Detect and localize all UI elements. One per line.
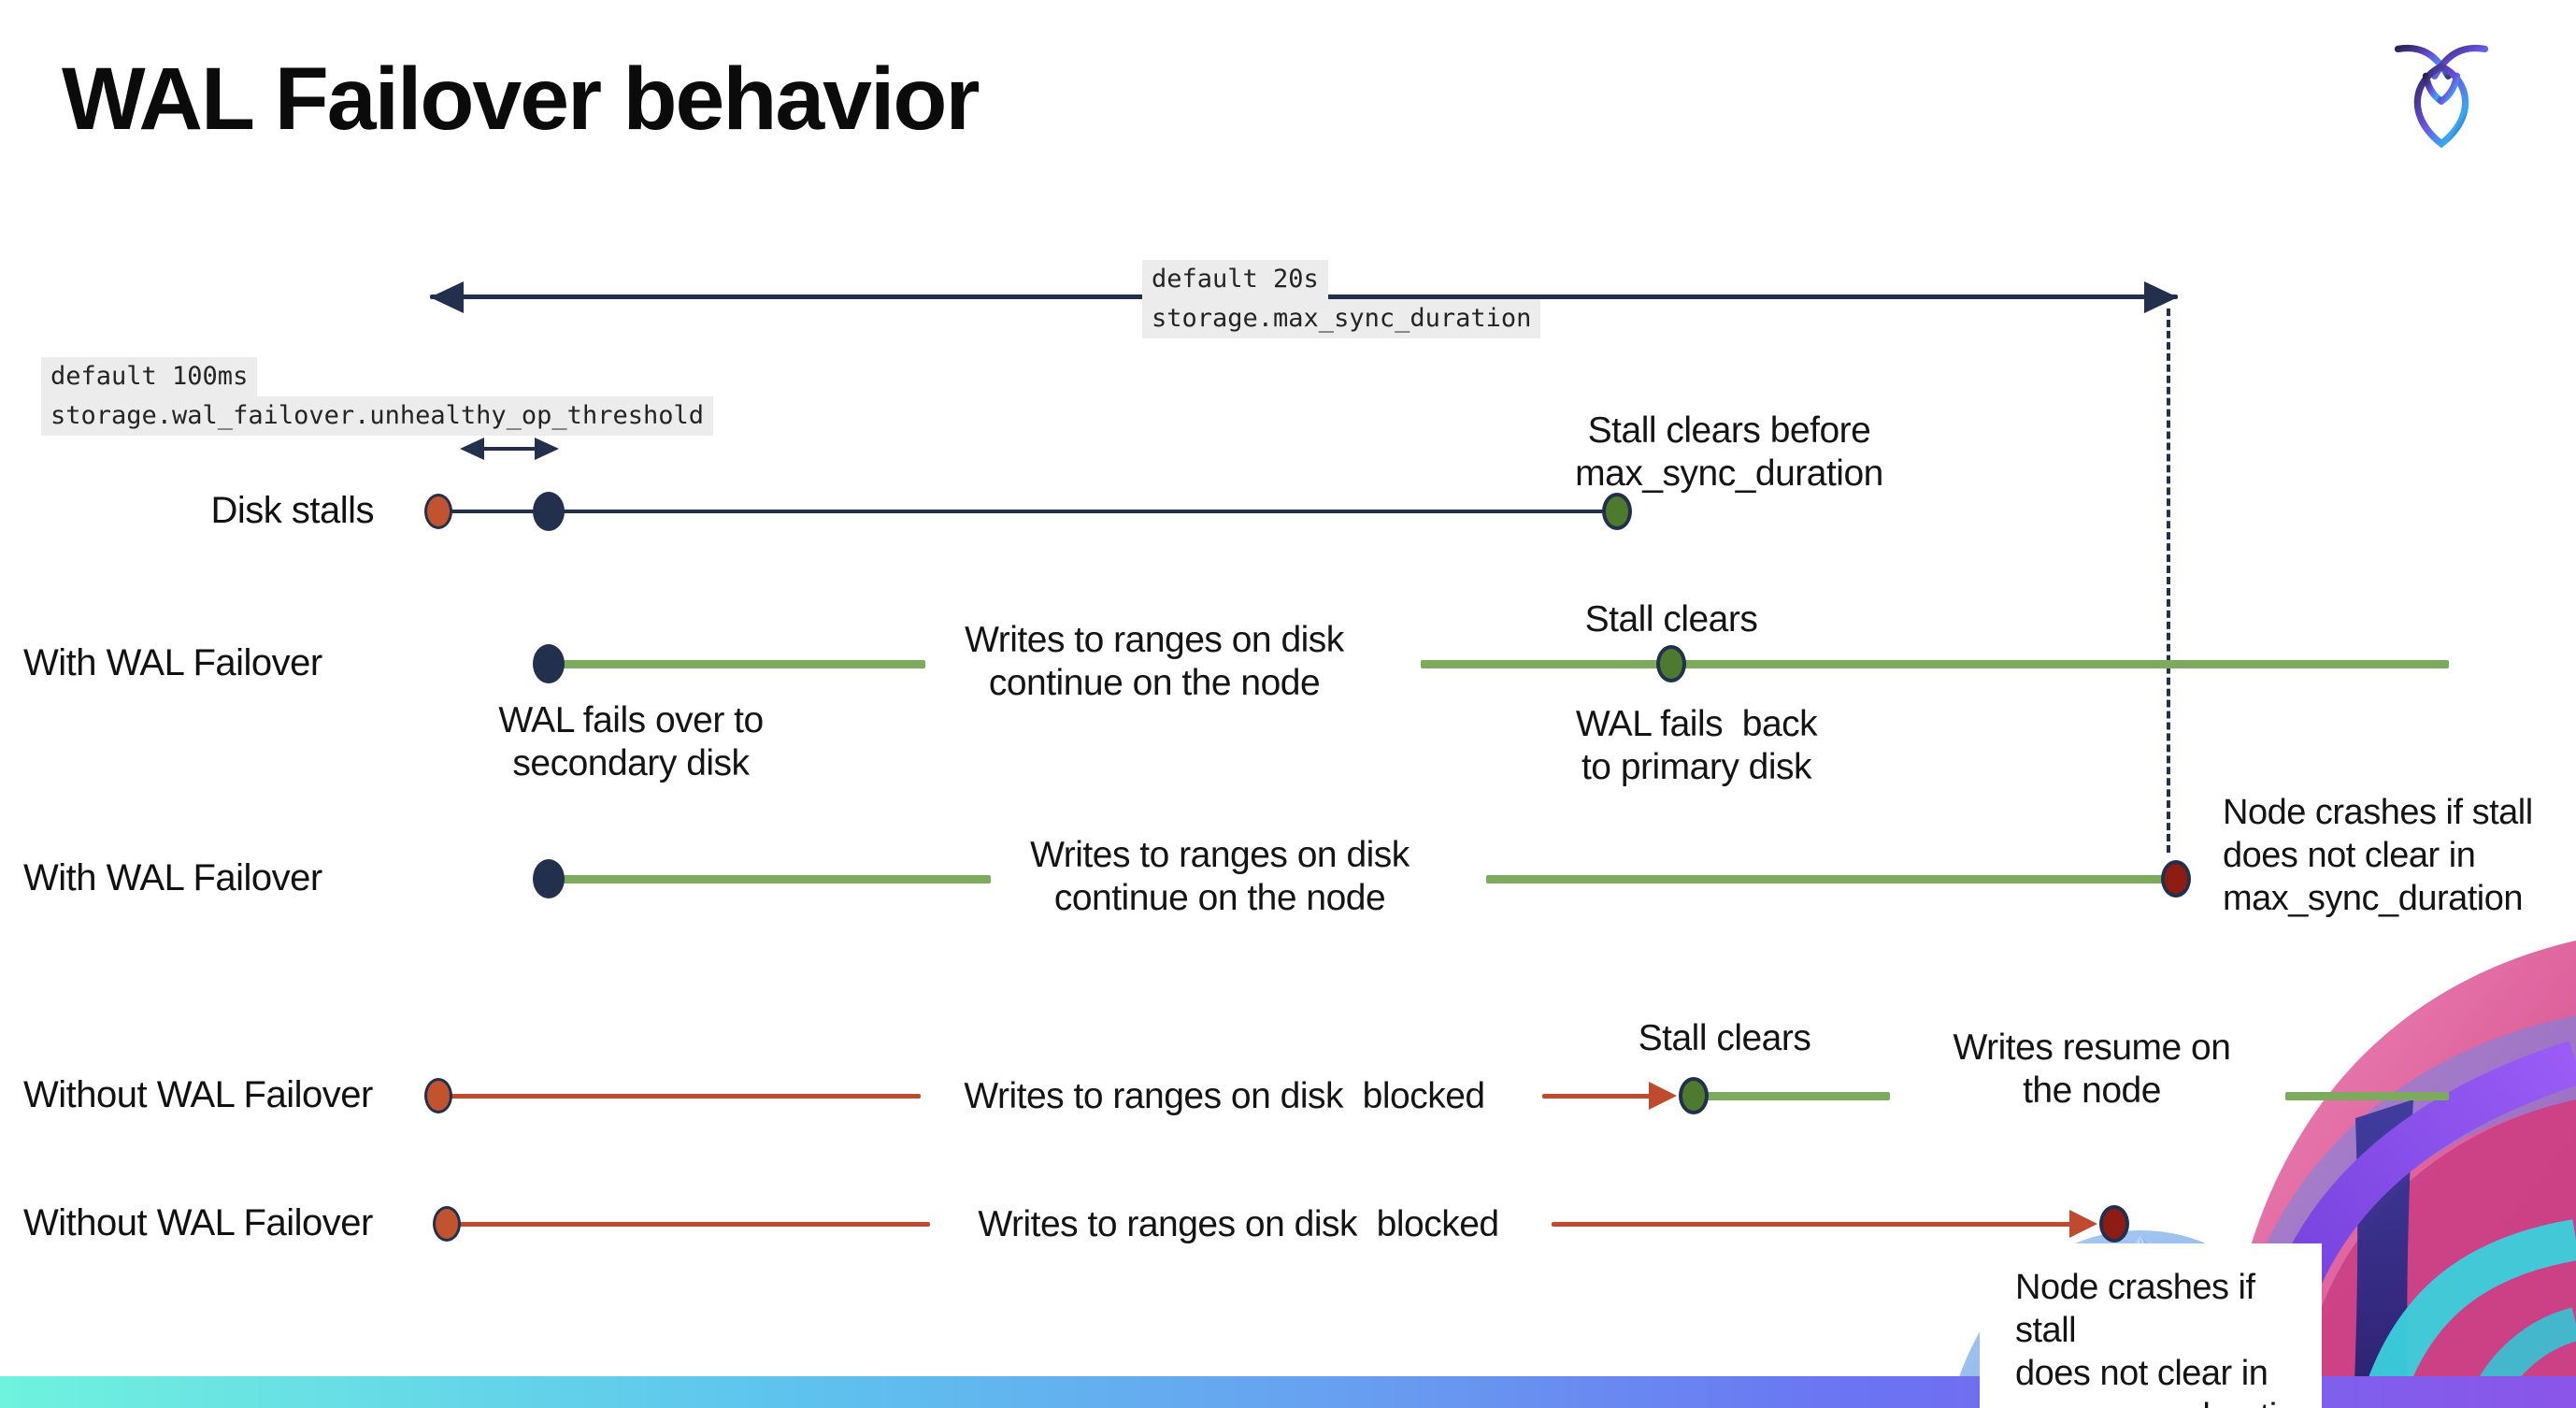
arrowhead-right-icon (2144, 281, 2178, 313)
node-crash-dot (2161, 860, 2191, 898)
blocked-writes-line (1542, 1094, 1653, 1099)
arrowhead-right-icon (535, 438, 559, 460)
stall-start-dot (424, 1078, 452, 1113)
stall-clear-dot (1602, 493, 1632, 530)
blocked-writes-line (1552, 1222, 2073, 1227)
node-crash-note: Node crashes if stall does not clear in … (2223, 793, 2533, 918)
node-crash-callout-box: Node crashes if stall does not clear in … (1980, 1243, 2322, 1408)
failback-note: WAL fails back to primary disk (1575, 704, 1818, 787)
red-arrowhead-icon (2069, 1210, 2097, 1238)
blocked-writes-line (449, 1094, 921, 1099)
row-label-without-wal-failover-1: Without WAL Failover (23, 1074, 373, 1115)
max-sync-default-label: default 20s (1142, 260, 1328, 299)
max-sync-setting-label: storage.max_sync_duration (1142, 299, 1541, 338)
failover-dot (533, 644, 565, 683)
row-label-with-wal-failover-1: With WAL Failover (23, 642, 322, 683)
cockroachdb-logo-icon (2394, 44, 2489, 149)
writes-blocked-note: Writes to ranges on disk blocked (978, 1204, 1499, 1244)
row-label-with-wal-failover-2: With WAL Failover (23, 857, 322, 898)
page-title: WAL Failover behavior (62, 50, 980, 149)
red-arrowhead-icon (1649, 1082, 1677, 1110)
resumed-writes-line (2285, 1092, 2449, 1100)
healthy-writes-line (556, 660, 925, 668)
threshold-dot (533, 492, 565, 531)
writes-blocked-note: Writes to ranges on disk blocked (964, 1076, 1485, 1116)
stall-clears-note: Stall clears (1638, 1018, 1811, 1058)
stall-start-dot (433, 1206, 461, 1242)
writes-continue-note: Writes to ranges on disk continue on the… (965, 620, 1344, 703)
stall-start-dot (424, 494, 452, 529)
stall-clears-before-note: Stall clears before max_sync_duration (1575, 410, 1883, 494)
node-crash-dot (2099, 1205, 2129, 1243)
row-label-disk-stalls: Disk stalls (210, 490, 374, 531)
writes-continue-note: Writes to ranges on disk continue on the… (1030, 835, 1410, 918)
node-crash-note: Node crashes if stall does not clear in … (2015, 1268, 2316, 1408)
unhealthy-setting-label: storage.wal_failover.unhealthy_op_thresh… (41, 396, 713, 436)
unhealthy-threshold-span-line (475, 447, 546, 451)
healthy-writes-line (556, 875, 991, 884)
stall-clear-dot (1679, 1077, 1709, 1114)
stall-clears-note: Stall clears (1584, 599, 1758, 639)
failover-dot (533, 859, 565, 898)
healthy-writes-line (1421, 660, 2449, 668)
disk-stall-timeline (438, 510, 1617, 513)
writes-resume-note: Writes resume on the node (1953, 1027, 2231, 1111)
healthy-writes-line (1486, 875, 2164, 884)
blocked-writes-line (458, 1222, 930, 1227)
stall-clear-dot (1656, 645, 1686, 682)
max-sync-deadline-dashed-line (2167, 309, 2170, 853)
failover-note: WAL fails over to secondary disk (498, 700, 764, 783)
arrowhead-left-icon (430, 281, 464, 313)
arrowhead-left-icon (460, 438, 484, 460)
resumed-writes-line (1707, 1092, 1890, 1100)
unhealthy-default-label: default 100ms (41, 357, 258, 396)
row-label-without-wal-failover-2: Without WAL Failover (23, 1202, 373, 1243)
